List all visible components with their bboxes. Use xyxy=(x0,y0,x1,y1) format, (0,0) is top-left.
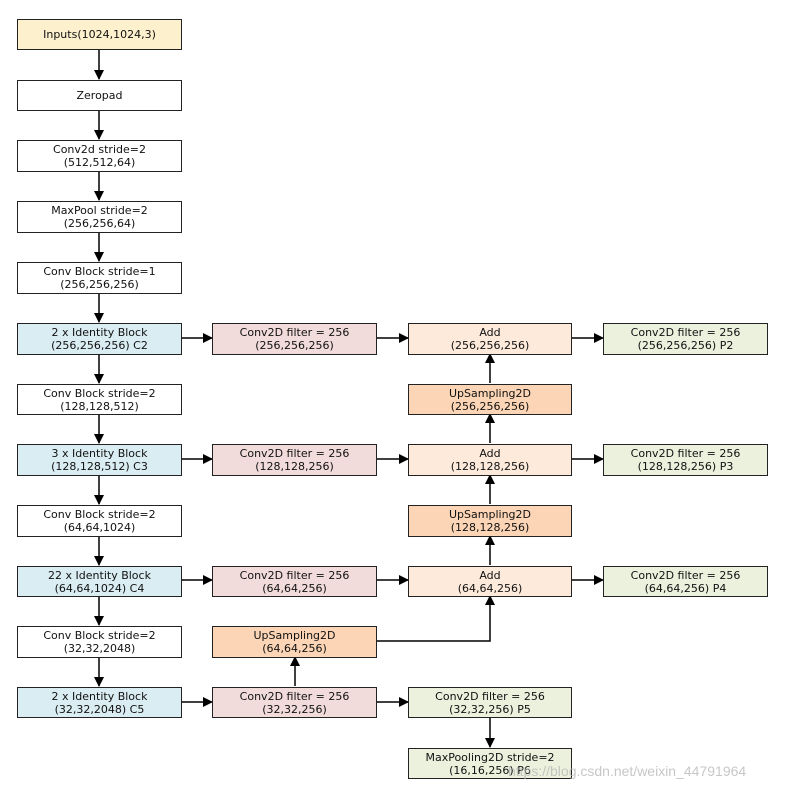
node-identity-c3: 3 x Identity Block (128,128,512) C3 xyxy=(17,444,182,476)
node-label: UpSampling2D xyxy=(449,508,531,521)
node-label: Conv2D filter = 256 xyxy=(239,568,350,582)
node-shape: (64,64,256) xyxy=(262,642,327,655)
node-add-p3: Add (128,128,256) xyxy=(408,444,572,476)
node-shape: (128,128,256) P3 xyxy=(637,460,734,473)
node-label: Conv2D filter = 256 xyxy=(435,689,545,703)
node-label: Conv2D filter = 256 xyxy=(630,447,741,460)
node-shape: (128,128,256) xyxy=(450,521,530,534)
node-shape: (256,256,256) xyxy=(60,278,139,291)
node-label: Conv Block stride=2 xyxy=(43,508,156,521)
node-add-p4: Add (64,64,256) xyxy=(408,566,572,597)
node-label: Conv2D filter = 256 xyxy=(630,326,741,339)
node-shape: (128,128,512) xyxy=(60,399,139,413)
node-shape: (128,128,256) xyxy=(255,460,334,473)
node-shape: (512,512,64) xyxy=(63,156,136,169)
node-label: MaxPool stride=2 xyxy=(51,204,148,217)
node-output-p4: Conv2D filter = 256 (64,64,256) P4 xyxy=(603,566,768,597)
node-zeropad: Zeropad xyxy=(17,80,182,111)
node-add-p2: Add (256,256,256) xyxy=(408,323,572,355)
node-label: Add xyxy=(479,568,501,582)
node-shape: (256,256,256) xyxy=(450,399,530,413)
node-lateral-c4: Conv2D filter = 256 (64,64,256) xyxy=(212,566,377,597)
node-lateral-c5: Conv2D filter = 256 (32,32,256) xyxy=(212,687,377,718)
node-shape: (32,32,256) P5 xyxy=(449,702,531,716)
node-label: MaxPooling2D stride=2 xyxy=(425,750,555,764)
node-output-p3: Conv2D filter = 256 (128,128,256) P3 xyxy=(603,444,768,476)
node-shape: (64,64,256) P4 xyxy=(644,581,727,595)
node-convblock4: Conv Block stride=2 (32,32,2048) xyxy=(17,626,182,658)
node-output-p5: Conv2D filter = 256 (32,32,256) P5 xyxy=(408,687,572,718)
node-identity-c4: 22 x Identity Block (64,64,1024) C4 xyxy=(17,566,182,597)
node-convblock2: Conv Block stride=2 (128,128,512) xyxy=(17,384,182,415)
node-label: 3 x Identity Block xyxy=(51,447,148,460)
node-label: Zeropad xyxy=(76,89,123,102)
node-lateral-c2: Conv2D filter = 256 (256,256,256) xyxy=(212,323,377,355)
node-shape: (32,32,2048) C5 xyxy=(54,702,145,716)
node-convblock1: Conv Block stride=1 (256,256,256) xyxy=(17,262,182,294)
node-label: 2 x Identity Block xyxy=(51,689,148,703)
node-label: Conv2D filter = 256 xyxy=(630,568,741,582)
node-label: Conv Block stride=1 xyxy=(43,265,156,278)
node-identity-c5: 2 x Identity Block (32,32,2048) C5 xyxy=(17,687,182,718)
node-shape: (128,128,256) xyxy=(450,460,530,473)
node-shape: (256,256,256) P2 xyxy=(637,339,734,352)
node-identity-c2: 2 x Identity Block (256,256,256) C2 xyxy=(17,323,182,355)
node-upsampling-p4: UpSampling2D (128,128,256) xyxy=(408,505,572,537)
node-label: UpSampling2D xyxy=(253,629,336,642)
node-label: Inputs(1024,1024,3) xyxy=(43,28,156,41)
node-label: Add xyxy=(479,326,501,339)
node-shape: (256,256,256) xyxy=(255,339,334,352)
node-label: Conv Block stride=2 xyxy=(43,386,156,400)
node-label: 2 x Identity Block xyxy=(51,326,148,339)
node-inputs: Inputs(1024,1024,3) xyxy=(17,19,182,50)
node-label: Conv2D filter = 256 xyxy=(239,326,350,339)
node-label: Conv Block stride=2 xyxy=(43,629,156,642)
node-shape: (64,64,256) xyxy=(457,581,523,595)
node-shape: (256,256,256) xyxy=(450,339,530,352)
node-label: UpSampling2D xyxy=(449,386,531,400)
node-maxpool: MaxPool stride=2 (256,256,64) xyxy=(17,201,182,233)
node-upsampling-p3: UpSampling2D (256,256,256) xyxy=(408,384,572,415)
node-label: Conv2d stride=2 xyxy=(53,143,146,156)
node-shape: (16,16,256) P6 xyxy=(449,763,531,777)
node-shape: (256,256,256) C2 xyxy=(51,339,148,352)
node-lateral-c3: Conv2D filter = 256 (128,128,256) xyxy=(212,444,377,476)
node-shape: (128,128,512) C3 xyxy=(51,460,148,473)
watermark: https://blog.csdn.net/weixin_44791964 xyxy=(508,763,747,779)
node-shape: (256,256,64) xyxy=(63,217,136,230)
node-output-p6: MaxPooling2D stride=2 (16,16,256) P6 xyxy=(408,748,572,779)
node-label: Add xyxy=(479,447,501,460)
node-shape: (64,64,1024) xyxy=(63,521,136,534)
node-label: 22 x Identity Block xyxy=(48,568,151,582)
node-output-p2: Conv2D filter = 256 (256,256,256) P2 xyxy=(603,323,768,355)
arrow-up-add4 xyxy=(377,595,495,642)
node-shape: (32,32,256) xyxy=(262,702,327,716)
node-label: Conv2D filter = 256 xyxy=(239,689,350,703)
node-conv1: Conv2d stride=2 (512,512,64) xyxy=(17,140,182,172)
node-shape: (64,64,1024) C4 xyxy=(54,581,145,595)
node-upsampling-p5: UpSampling2D (64,64,256) xyxy=(212,626,377,658)
node-shape: (32,32,2048) xyxy=(63,642,136,655)
node-label: Conv2D filter = 256 xyxy=(239,447,350,460)
node-convblock3: Conv Block stride=2 (64,64,1024) xyxy=(17,505,182,537)
node-shape: (64,64,256) xyxy=(262,581,327,595)
